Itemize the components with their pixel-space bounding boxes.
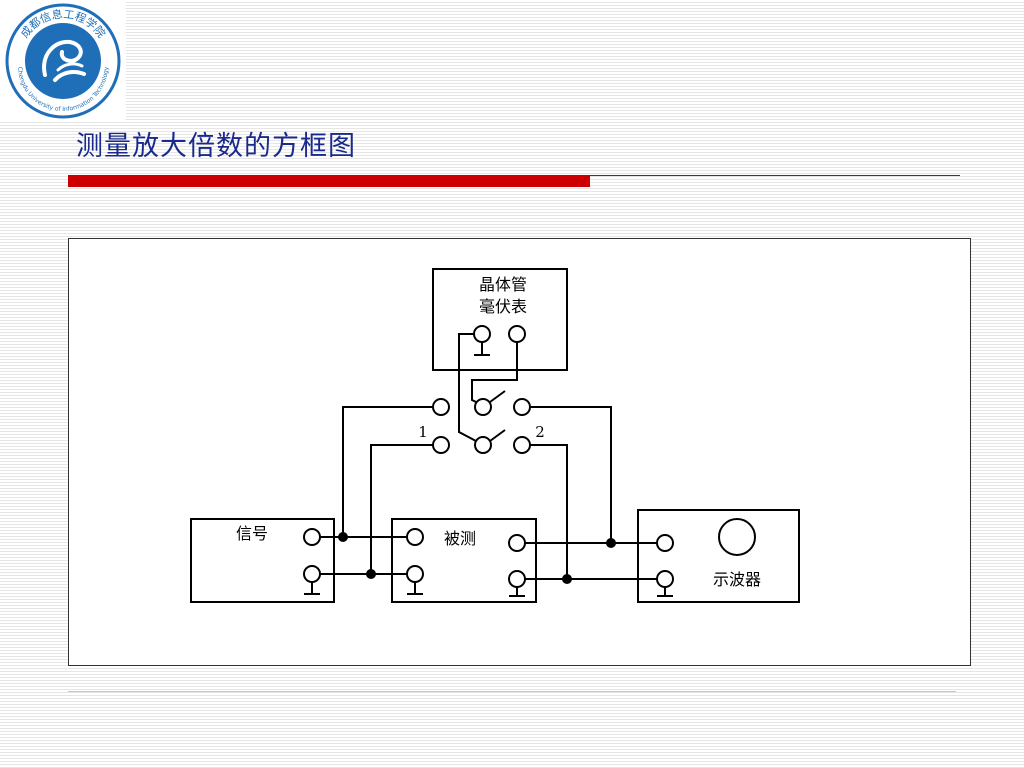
junction-dot [338, 532, 348, 542]
millivoltmeter-label-line2: 毫伏表 [479, 297, 527, 316]
oscilloscope-screen-icon [718, 518, 756, 556]
millivoltmeter-input-terminal [508, 325, 526, 343]
signal-output-terminal [303, 528, 321, 546]
signal-generator-box [190, 518, 335, 603]
oscilloscope-ground-terminal [656, 570, 674, 597]
millivoltmeter-ground-terminal [473, 325, 491, 356]
junction-dot [562, 574, 572, 584]
university-logo: 成都信息工程学院 Chengdu University of Informati… [0, 0, 126, 122]
oscilloscope-input-terminal [656, 534, 674, 552]
logo-emblem-icon: 成都信息工程学院 Chengdu University of Informati… [5, 3, 121, 119]
switch-top-right-contact [513, 398, 531, 416]
dut-input-ground-terminal [406, 565, 424, 595]
wire-switch2-top-to-scope [530, 406, 612, 543]
page-title: 测量放大倍数的方框图 [76, 131, 356, 162]
junction-dot [606, 538, 616, 548]
switch-top-left-contact [432, 398, 450, 416]
wire-meter-input-to-switch [471, 342, 518, 403]
dut-box [391, 518, 537, 603]
wire-meter-ground-to-switch [458, 333, 477, 442]
footer-divider [68, 691, 956, 692]
wire-switch1-bottom-to-ground [370, 444, 433, 574]
title-underline-line [590, 175, 960, 176]
switch-position-2-label: 2 [535, 423, 545, 441]
dut-label: 被测 [444, 529, 476, 548]
oscilloscope-box [637, 509, 800, 603]
dut-output-ground-terminal [508, 570, 526, 597]
dut-output-terminal [508, 534, 526, 552]
oscilloscope-label: 示波器 [713, 570, 761, 589]
switch-bottom-blade [489, 429, 506, 442]
millivoltmeter-box [432, 268, 568, 371]
junction-dot [366, 569, 376, 579]
signal-ground-terminal [303, 565, 321, 595]
title-underline-bar [68, 175, 590, 187]
dut-input-terminal [406, 528, 424, 546]
switch-bottom-left-contact [432, 436, 450, 454]
wire-switch2-bottom-to-ground [530, 444, 568, 579]
switch-position-1-label: 1 [418, 423, 428, 441]
wire-switch1-top-to-signal [342, 406, 433, 537]
signal-generator-label: 信号 [236, 524, 268, 543]
millivoltmeter-label-line1: 晶体管 [479, 275, 527, 294]
switch-bottom-right-contact [513, 436, 531, 454]
switch-top-pivot [474, 398, 492, 416]
switch-bottom-pivot [474, 436, 492, 454]
switch-top-blade [489, 390, 506, 403]
